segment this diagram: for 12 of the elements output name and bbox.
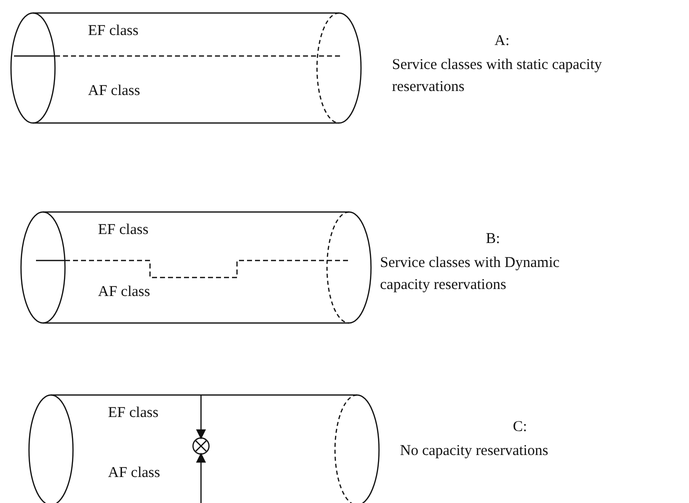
class-label: AF class — [88, 82, 140, 100]
caption-text: Service classes with Dynamic capacity reservations — [380, 254, 561, 295]
class-label: EF class — [98, 221, 148, 239]
class-label: AF class — [98, 283, 150, 301]
class-label: EF class — [88, 22, 138, 40]
caption-heading: B: — [484, 230, 502, 249]
caption-text: No capacity reservations — [400, 442, 550, 461]
caption-text: Service classes with static capacity reservations — [392, 56, 603, 97]
class-label: EF class — [108, 404, 158, 422]
caption-heading: C: — [512, 418, 528, 437]
class-label: AF class — [108, 464, 160, 482]
caption-heading: A: — [494, 32, 510, 51]
